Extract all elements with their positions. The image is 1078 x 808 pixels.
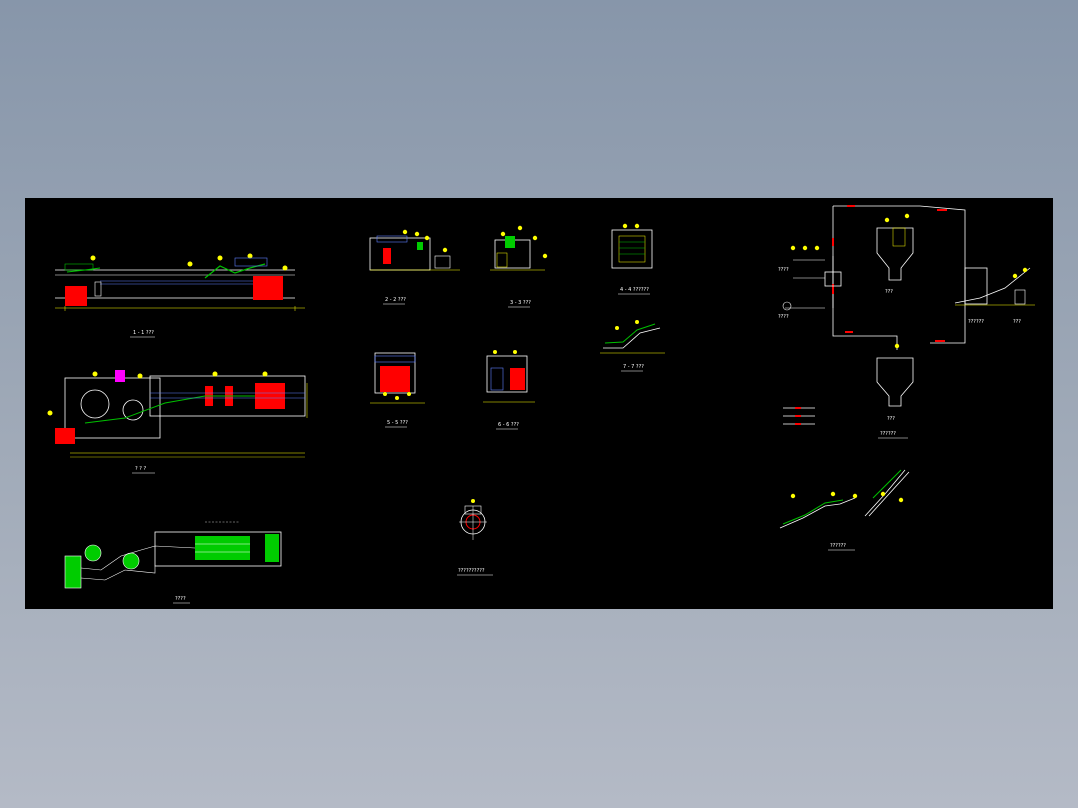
drawing-sec-2-2[interactable]: 2 - 2 ???: [369, 229, 460, 305]
drawing-sec-6-6[interactable]: 6 - 6 ???: [483, 350, 535, 430]
drawing-plan-view[interactable]: ? ? ?: [47, 370, 308, 474]
sec-1-1-title: 1 - 1 ???: [133, 330, 154, 336]
drawing-sec-4-4[interactable]: 4 - 4 ??????: [611, 223, 653, 295]
sec-5-5-title: 5 - 5 ???: [387, 420, 408, 426]
flow-label-5: ???: [1013, 319, 1021, 325]
drawing-pipe-detail[interactable]: ??????: [779, 469, 910, 551]
cad-drawing-canvas: 1 - 1 ??? ? ? ?: [47, 205, 1035, 604]
layout-view-title: ????: [175, 596, 186, 602]
drawing-layout-view[interactable]: ????: [64, 521, 282, 604]
sec-6-6-title: 6 - 6 ???: [498, 422, 519, 428]
flow-label-0: ????: [778, 267, 789, 273]
drawing-sec-3-3[interactable]: 3 - 3 ???: [490, 225, 548, 308]
flow-label-3: ???: [887, 416, 895, 422]
sec-4-4-title: 4 - 4 ??????: [620, 287, 649, 293]
sec-3-3-title: 3 - 3 ???: [510, 300, 531, 306]
sec-7-7-title: 7 - 7 ???: [623, 364, 644, 370]
pipe-detail-title: ??????: [830, 543, 846, 549]
detail-round-title: ??????????: [458, 568, 485, 574]
drawing-detail-round[interactable]: ??????????: [457, 499, 493, 576]
sec-2-2-title: 2 - 2 ???: [385, 297, 406, 303]
flow-label-2: ???: [885, 289, 893, 295]
drawing-sec-1-1[interactable]: 1 - 1 ???: [55, 253, 305, 338]
flow-label-4: ??????: [968, 319, 984, 325]
plan-view-title: ? ? ?: [135, 466, 146, 472]
flow-label-1: ????: [778, 314, 789, 320]
drawing-sec-5-5[interactable]: 5 - 5 ???: [370, 352, 425, 428]
cad-model-viewport[interactable]: 1 - 1 ??? ? ? ?: [25, 198, 1053, 609]
drawing-flow-diagram[interactable]: ???? ???? ??? ??? ?????? ??? ??????: [778, 205, 1035, 439]
drawing-sec-7-7[interactable]: 7 - 7 ???: [600, 320, 665, 372]
flow-diagram-title: ??????: [880, 431, 896, 437]
